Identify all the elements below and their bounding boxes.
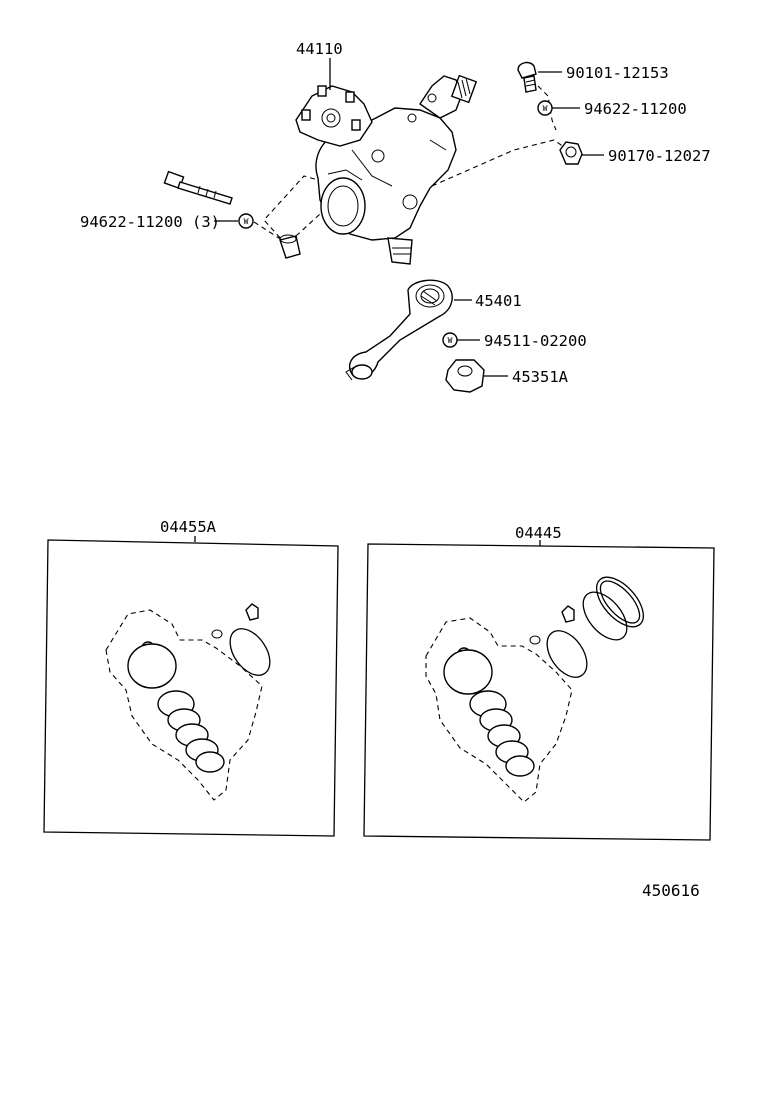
label-44110: 44110 <box>296 40 343 58</box>
washer-w-right-mark: W <box>543 104 548 113</box>
bolt-right[interactable] <box>517 61 537 93</box>
alignment-line-left <box>253 175 319 241</box>
label-94622-b: 94622-11200 (3) <box>80 213 220 231</box>
washer-w-left[interactable] <box>238 213 254 229</box>
pitman-arm-nut[interactable] <box>445 359 485 393</box>
kit-box-04455a[interactable] <box>43 539 339 837</box>
label-90101: 90101-12153 <box>566 64 669 82</box>
label-94622-a: 94622-11200 <box>584 100 687 118</box>
label-45401: 45401 <box>475 292 522 310</box>
figure-number: 450616 <box>642 881 700 900</box>
alignment-line-right <box>431 139 569 187</box>
kit-box-04445[interactable] <box>363 543 715 841</box>
label-94511: 94511-02200 <box>484 332 587 350</box>
kit-04455a-gasket <box>105 603 271 801</box>
kit-04445-gasket <box>425 576 644 803</box>
collar[interactable] <box>279 234 301 259</box>
label-45351: 45351A <box>512 368 569 386</box>
label-04445: 04445 <box>515 524 562 542</box>
label-04455a: 04455A <box>160 518 217 536</box>
label-90170: 90170-12027 <box>608 147 711 165</box>
nut-right[interactable] <box>559 141 583 165</box>
washer-w-left-mark: W <box>244 217 249 226</box>
washer-94511-mark: W <box>448 336 453 345</box>
pitman-arm[interactable] <box>345 279 453 381</box>
mount-bolt[interactable] <box>163 170 233 205</box>
alignment-line-left-2 <box>295 213 321 237</box>
steering-gear-assembly[interactable] <box>295 74 478 265</box>
